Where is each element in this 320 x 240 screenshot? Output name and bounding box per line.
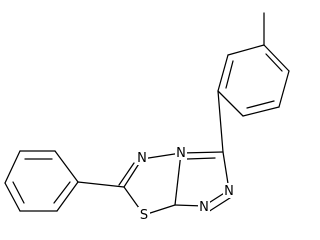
thiadiazole-bond — [141, 152, 182, 160]
tolyl-ring-bond — [217, 54, 229, 92]
tolyl-ring-bond — [278, 70, 290, 108]
nitrogen-atom-label: N — [137, 151, 147, 166]
phenyl-ring-bond — [54, 150, 79, 183]
triazole-bond — [180, 151, 224, 154]
phenyl-ring — [4, 150, 79, 212]
tolyl-ring-bond — [217, 90, 244, 117]
phenyl-ring-bond — [4, 150, 21, 184]
bridgehead-nitrogen-label: N — [176, 146, 186, 161]
tolyl-ring-bond — [242, 106, 280, 117]
tolyl-ring-inner-bond — [265, 53, 283, 72]
tolyl-ring-inner-bond — [225, 60, 234, 89]
tolyl-ring-bond — [227, 44, 265, 56]
ring-fusion-bond — [174, 152, 182, 206]
molecule-structure: N N N N S — [4, 12, 290, 223]
triazole-double-bond — [186, 157, 216, 160]
atom-label-group: N N N N S — [136, 145, 235, 223]
nitrogen-atom-label: N — [199, 200, 209, 215]
triazole-double-bond — [207, 195, 234, 213]
phenyl-ring-inner-bond — [53, 181, 71, 204]
thiadiazole-double-bond — [118, 162, 135, 186]
tolyl-ring-inner-bond — [246, 100, 275, 109]
tolyl-ring-bond — [263, 44, 290, 72]
phenyl-ring-bond — [56, 181, 79, 212]
phenyl-ring-bond — [4, 182, 21, 212]
sulfur-atom-label: S — [140, 208, 148, 223]
tolyl-ring — [217, 44, 290, 117]
tolyl-triazole-bond — [217, 90, 224, 153]
nitrogen-atom-label: N — [224, 184, 234, 199]
phenyl-thiadiazole-bond — [77, 181, 125, 188]
thiadiazole-ring — [118, 152, 182, 216]
phenyl-ring-inner-bond — [12, 181, 25, 204]
